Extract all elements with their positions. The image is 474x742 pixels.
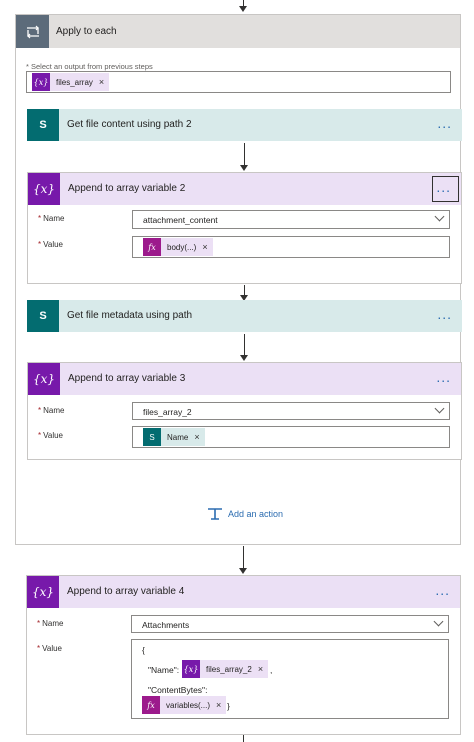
function-icon: fx	[142, 696, 160, 714]
select-output-input[interactable]: {x} files_array ×	[26, 71, 451, 93]
variable-icon: {x}	[182, 660, 200, 678]
remove-token-icon[interactable]: ×	[216, 700, 222, 710]
value-label: *Value	[38, 240, 63, 249]
variable-icon: {x}	[28, 173, 60, 205]
variables-expression-token[interactable]: fx variables(...) ×	[142, 696, 227, 714]
name-dropdown[interactable]: attachment_content	[132, 210, 450, 229]
json-key-name: "Name":	[148, 665, 180, 675]
card-title: Get file metadata using path	[67, 310, 193, 321]
connector-line	[244, 143, 245, 167]
name-value: files_array_2	[143, 407, 192, 417]
json-comma: ,	[270, 665, 273, 675]
body-expression-token[interactable]: fx body(...) ×	[143, 238, 213, 256]
card-title: Append to array variable 3	[68, 373, 186, 384]
card-header: S Get file content using path 2 ...	[27, 109, 462, 141]
token-label: body(...)	[167, 242, 197, 252]
files-array-token[interactable]: {x} files_array ×	[32, 73, 110, 91]
token-label: Name	[167, 432, 189, 442]
value-label: *Value	[37, 644, 62, 653]
more-options-icon[interactable]: ...	[435, 582, 450, 598]
card-header: {x} Append to array variable 2 ...	[28, 173, 461, 205]
append-array-2-card[interactable]: {x} Append to array variable 2 ... *Name…	[27, 172, 462, 284]
append-array-3-card[interactable]: {x} Append to array variable 3 ... *Name…	[27, 362, 462, 460]
value-editor[interactable]: { "Name": {x} files_array_2 × , "Content…	[131, 639, 449, 719]
connector-line	[243, 546, 244, 570]
name-dropdown[interactable]: files_array_2	[132, 402, 450, 420]
connector-arrow	[240, 355, 248, 361]
name-token[interactable]: S Name ×	[143, 428, 205, 446]
token-label: files_array	[56, 77, 93, 87]
sharepoint-icon: S	[27, 109, 59, 141]
variable-icon: {x}	[28, 363, 60, 395]
name-label: *Name	[38, 406, 65, 415]
name-dropdown[interactable]: Attachments	[131, 615, 449, 633]
remove-token-icon[interactable]: ×	[194, 432, 200, 442]
add-action-button[interactable]: Add an action	[207, 507, 283, 521]
add-action-icon	[208, 508, 222, 520]
more-options-button[interactable]	[432, 176, 459, 202]
name-label: *Name	[38, 214, 65, 223]
apply-to-each-title: Apply to each	[56, 26, 117, 37]
name-value: attachment_content	[143, 215, 218, 225]
sharepoint-icon: S	[143, 428, 161, 446]
value-input[interactable]: S Name ×	[132, 426, 450, 448]
connector-arrow	[240, 165, 248, 171]
card-header: S Get file metadata using path ...	[27, 300, 462, 332]
loop-icon	[16, 15, 49, 48]
connector-line	[243, 0, 244, 8]
connector-arrow	[240, 295, 248, 301]
connector-line	[243, 735, 244, 742]
apply-to-each-container: Apply to each * Select an output from pr…	[15, 14, 462, 545]
append-array-4-card[interactable]: {x} Append to array variable 4 ... *Name…	[26, 575, 461, 735]
chevron-down-icon[interactable]	[434, 403, 445, 414]
variable-icon: {x}	[27, 576, 59, 608]
token-label: variables(...)	[166, 700, 211, 710]
card-header: {x} Append to array variable 3 ...	[28, 363, 461, 395]
card-title: Append to array variable 4	[67, 586, 185, 597]
variable-icon: {x}	[32, 73, 50, 91]
add-action-label: Add an action	[228, 509, 284, 519]
json-open-brace: {	[142, 645, 145, 655]
value-input[interactable]: fx body(...) ×	[132, 236, 450, 258]
function-icon: fx	[143, 238, 161, 256]
remove-token-icon[interactable]: ×	[202, 242, 208, 252]
token-label: files_array_2	[206, 664, 252, 674]
files-array-2-token[interactable]: {x} files_array_2 ×	[182, 660, 269, 678]
sharepoint-icon: S	[27, 300, 59, 332]
remove-token-icon[interactable]: ×	[257, 664, 264, 674]
get-file-content-card[interactable]: S Get file content using path 2 ...	[27, 109, 462, 141]
card-header: {x} Append to array variable 4 ...	[27, 576, 460, 608]
json-key-content: "ContentBytes":	[148, 685, 208, 695]
more-options-icon[interactable]: ...	[437, 115, 452, 131]
json-close-brace: }	[227, 701, 230, 711]
value-label: *Value	[38, 431, 63, 440]
connector-line	[244, 285, 245, 298]
connector-arrow	[239, 6, 247, 12]
connector-arrow	[239, 568, 247, 574]
name-value: Attachments	[142, 620, 190, 630]
chevron-down-icon[interactable]	[434, 211, 445, 222]
card-title: Get file content using path 2	[67, 119, 192, 130]
select-output-label: * Select an output from previous steps	[26, 62, 153, 71]
card-title: Append to array variable 2	[68, 183, 186, 194]
remove-token-icon[interactable]: ×	[98, 77, 105, 87]
more-options-icon[interactable]: ...	[437, 306, 452, 322]
name-label: *Name	[37, 619, 64, 628]
more-options-icon[interactable]: ...	[436, 369, 451, 385]
connector-line	[244, 334, 245, 358]
chevron-down-icon[interactable]	[433, 616, 444, 627]
get-file-metadata-card[interactable]: S Get file metadata using path ...	[27, 300, 462, 332]
more-options-icon[interactable]: ...	[436, 179, 451, 195]
apply-to-each-header[interactable]: Apply to each	[16, 15, 460, 48]
